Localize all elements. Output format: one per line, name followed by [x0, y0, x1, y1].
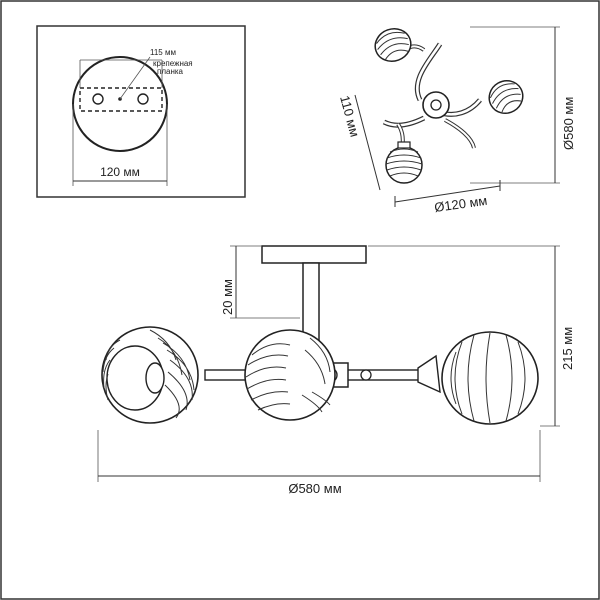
mounting-hole-right — [137, 93, 149, 105]
shade-side-right — [417, 331, 539, 425]
top-view: 110 мм Ø580 мм Ø120 мм — [337, 26, 576, 215]
shade-top-view-lower — [385, 141, 423, 184]
base-diameter-label: Ø120 мм — [433, 193, 488, 215]
ceiling-plate-side — [261, 245, 367, 264]
top-height-label: 110 мм — [337, 94, 362, 139]
total-width-label: Ø580 мм — [288, 481, 341, 496]
bracket-caption-line2: планка — [157, 67, 184, 76]
plate-width-label: 120 мм — [100, 165, 140, 179]
bracket-label: 115 мм — [150, 48, 176, 57]
bracket-caption-line1: крепежная — [153, 59, 193, 68]
hub-inner — [430, 99, 442, 111]
shade-top-view-upper — [374, 28, 412, 62]
top-diameter-label: Ø580 мм — [561, 97, 576, 150]
total-height-label: 215 мм — [560, 327, 575, 370]
shade-side-left — [101, 326, 199, 424]
bracket-leader — [119, 56, 151, 100]
ceiling-plate-circle — [72, 56, 168, 152]
shade-top-view-right — [488, 79, 524, 115]
rod-label: 20 мм — [220, 279, 235, 315]
mount-detail: 115 мм крепежная планка 120 мм — [36, 25, 246, 198]
base-diameter-dimension-line — [394, 185, 501, 203]
mounting-hole-left — [92, 93, 104, 105]
side-view: 20 мм 215 мм Ø580 мм — [97, 245, 575, 496]
mount-detail-frame — [36, 25, 246, 198]
shade-side-middle — [244, 329, 336, 421]
height-dimension-line — [354, 94, 381, 191]
mounting-bracket-outline — [79, 87, 163, 112]
